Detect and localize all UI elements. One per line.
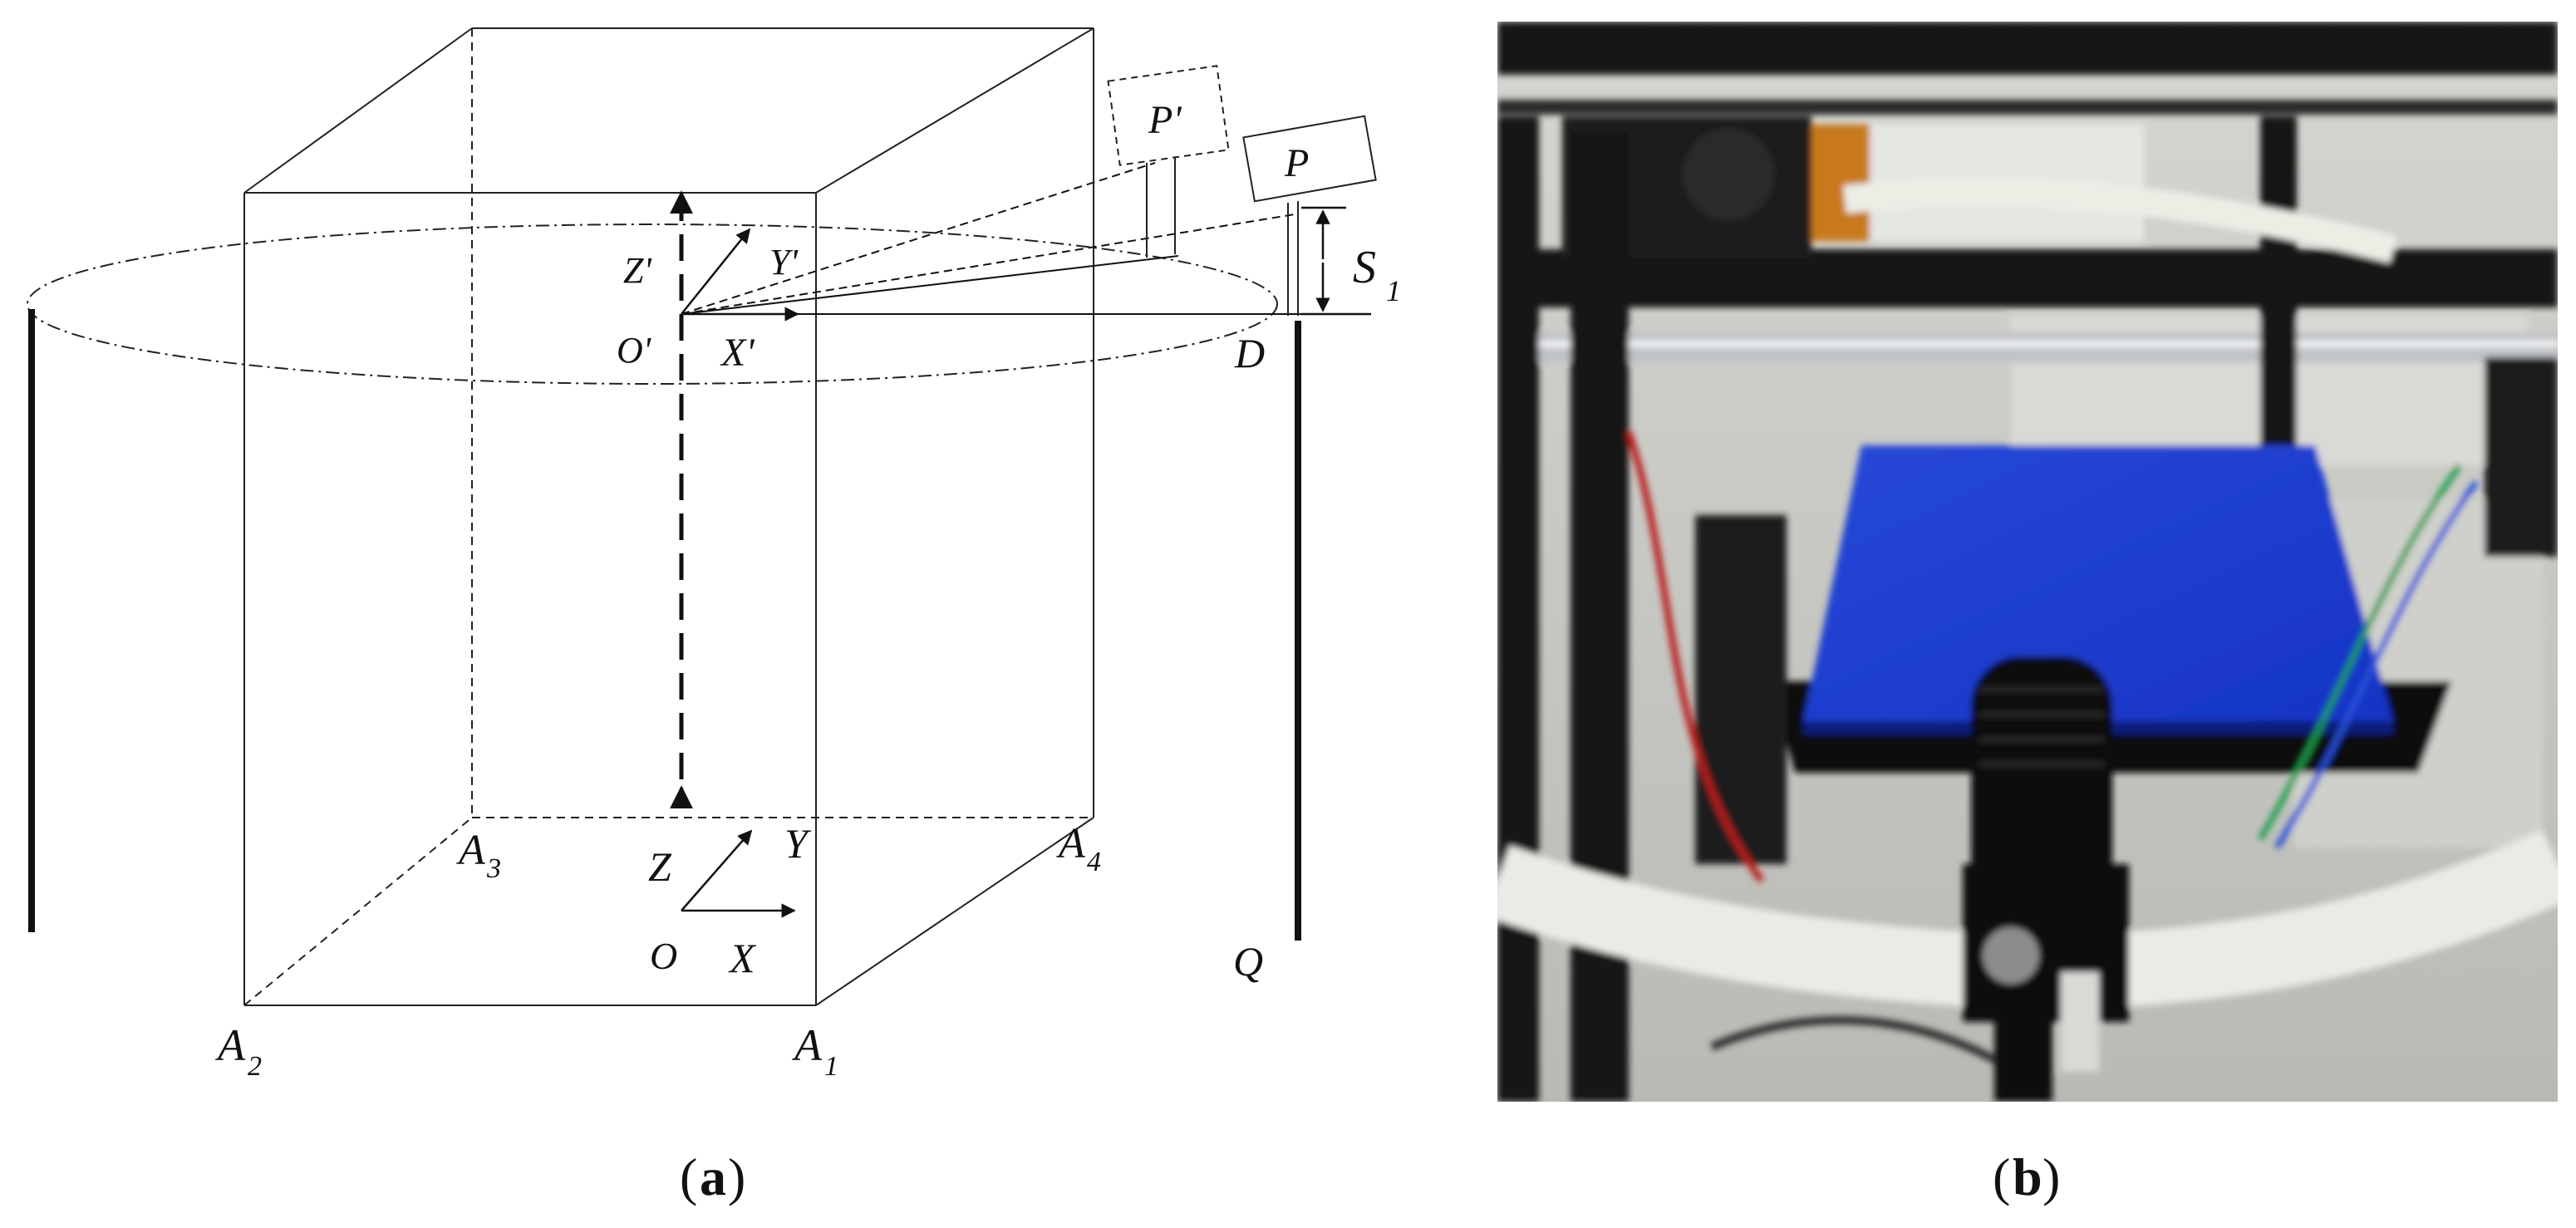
label-y: Y bbox=[784, 820, 812, 867]
label-a2-sub: 2 bbox=[248, 1051, 262, 1082]
upper-axes bbox=[681, 162, 1301, 322]
label-o: O bbox=[650, 935, 677, 977]
label-a3-sub: 3 bbox=[486, 853, 501, 884]
label-x-prime: X' bbox=[720, 331, 755, 375]
label-a3: A bbox=[456, 827, 485, 874]
label-s-sub: 1 bbox=[1386, 274, 1401, 307]
caption-b-open: ( bbox=[1993, 1147, 2010, 1206]
p-prime-sensor bbox=[1107, 65, 1230, 258]
label-y-prime: Y' bbox=[769, 242, 799, 282]
scan-circle bbox=[27, 223, 1278, 385]
label-a4: A bbox=[1056, 820, 1085, 867]
label-s: S bbox=[1353, 242, 1376, 293]
caption-b-letter: b bbox=[2013, 1147, 2043, 1206]
lower-axes bbox=[681, 829, 796, 918]
label-a4-sub: 4 bbox=[1087, 847, 1101, 877]
caption-b: ( b ) bbox=[1993, 1147, 2060, 1206]
box-hidden-edges bbox=[243, 28, 1094, 1006]
label-o-prime: O' bbox=[617, 330, 652, 371]
label-a1: A bbox=[792, 1020, 823, 1070]
label-p-prime: P' bbox=[1148, 98, 1182, 142]
caption-a-open: ( bbox=[680, 1147, 697, 1206]
s1-dimension bbox=[1301, 206, 1371, 316]
panel-b-photo bbox=[1497, 22, 2558, 1102]
label-q: Q bbox=[1233, 938, 1263, 985]
label-a2: A bbox=[215, 1020, 246, 1070]
label-z-prime: Z' bbox=[623, 250, 652, 291]
label-z: Z bbox=[648, 843, 672, 890]
panel-a-diagram bbox=[27, 27, 1377, 1006]
label-a1-sub: 1 bbox=[824, 1051, 838, 1082]
p-sensor bbox=[1242, 115, 1377, 316]
panel-a-labels: P' P S 1 Z' Y' O' X' D A 3 A 4 Z Y O X Q… bbox=[215, 98, 1401, 1082]
label-p: P bbox=[1284, 141, 1309, 185]
caption-a-close: ) bbox=[728, 1147, 745, 1206]
label-d: D bbox=[1234, 330, 1265, 376]
caption-a: ( a ) bbox=[680, 1147, 745, 1206]
caption-a-letter: a bbox=[700, 1147, 726, 1206]
caption-b-close: ) bbox=[2043, 1147, 2060, 1206]
label-x: X bbox=[728, 935, 757, 981]
box-solid-edges bbox=[243, 27, 1094, 1006]
